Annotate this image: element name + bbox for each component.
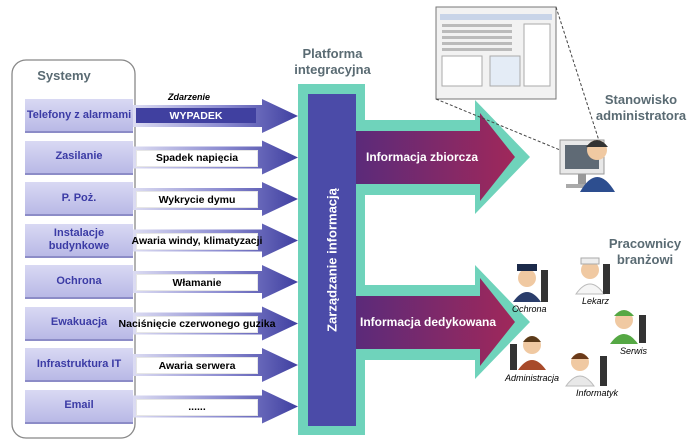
platform-bar (308, 94, 356, 426)
event-label: Naciśnięcie czerwonego guzika (119, 315, 276, 333)
system-box: Zasilanie (25, 140, 133, 175)
event-label: Spadek napięcia (136, 149, 258, 167)
system-box: Ochrona (25, 265, 133, 299)
event-label: WYPADEK (136, 108, 256, 123)
admin-station-title: Stanowisko administratora (595, 92, 687, 123)
dedicated-arrow (356, 278, 515, 366)
system-box: Telefony z alarmami (25, 99, 133, 133)
worker-ochrona-icon (513, 264, 548, 302)
summary-arrow (356, 113, 515, 201)
system-box: P. Poż. (25, 182, 133, 216)
worker-label-administracja: Administracja (505, 373, 560, 383)
event-label: Wykrycie dymu (136, 191, 258, 208)
admin-workstation-icon (559, 139, 615, 192)
event-label: Włamanie (136, 274, 258, 291)
worker-lekarz-icon (575, 257, 610, 295)
systems-title: Systemy (37, 68, 91, 83)
worker-label-informatyk: Informatyk (576, 388, 619, 398)
event-label: Awaria windy, klimatyzacji (132, 232, 262, 250)
worker-serwis-icon (610, 310, 646, 344)
workers-title: Pracownicy branżowi (608, 236, 682, 267)
system-box: Infrastruktura IT (25, 348, 133, 382)
platform-title: Platforma integracyjna (294, 46, 371, 77)
worker-informatyk-icon (565, 353, 607, 387)
system-box: Email (25, 389, 133, 424)
worker-administracja-icon (510, 336, 546, 370)
event-caption: Zdarzenie (168, 92, 211, 102)
worker-label-lekarz: Lekarz (582, 296, 610, 306)
event-label: ...... (136, 398, 258, 416)
worker-label-serwis: Serwis (620, 346, 648, 356)
system-box: Instalacje budynkowe (25, 223, 133, 258)
event-label: Awaria serwera (136, 357, 258, 374)
platform-vertical-label: Zarządzanie informacją (324, 188, 340, 332)
worker-label-ochrona: Ochrona (512, 304, 547, 314)
summary-label: Informacja zbiorcza (366, 150, 479, 164)
dedicated-label: Informacja dedykowana (360, 315, 497, 329)
system-box: Ewakuacja (25, 306, 133, 341)
